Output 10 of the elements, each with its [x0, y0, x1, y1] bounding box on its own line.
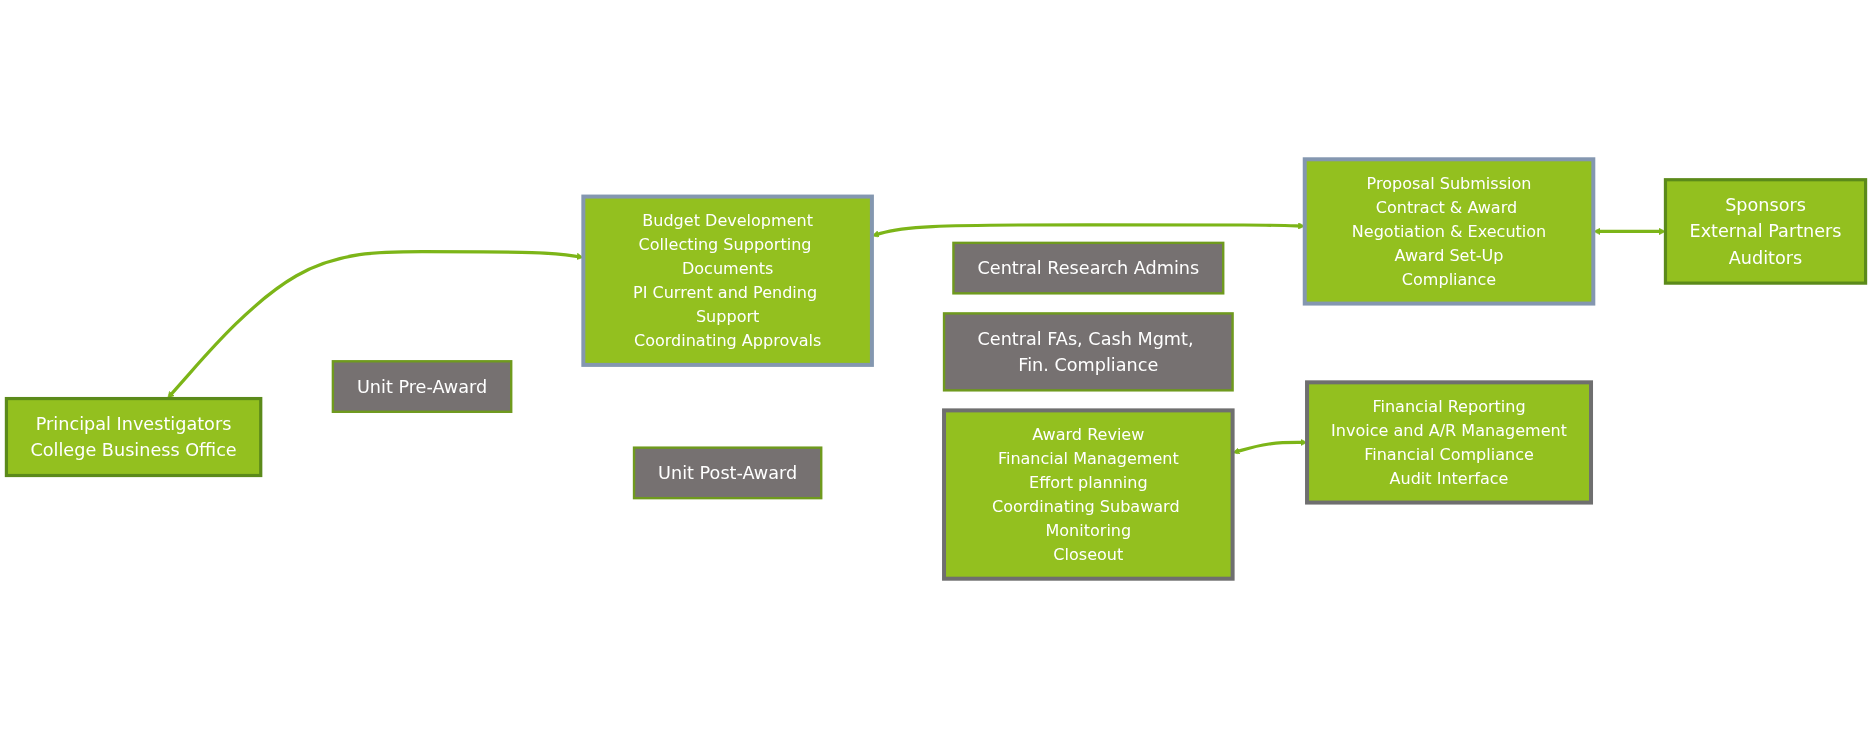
node-box: Award Review Financial Management Effort planning Coordinating Subaward Monitoring Closeout: [942, 408, 1235, 581]
node-box: Financial Reporting Invoice and A/R Management Financial Compliance Audit Interface: [1305, 380, 1594, 505]
node-box: Proposal Submission Contract & Award Negotiation & Execution Award Set-Up Compliance: [1302, 157, 1596, 306]
node-box: Central FAs, Cash Mgmt, Fin. Compliance: [942, 312, 1234, 392]
node-box: Principal Investigators College Business Office: [4, 396, 263, 478]
node-box: Central Research Admins: [952, 241, 1225, 295]
node-box: Unit Pre-Award: [331, 360, 513, 413]
node-box: Budget Development Collecting Supporting Documents PI Current and Pending Support Coordinating Approvals: [581, 194, 874, 367]
node-box: Sponsors External Partners Auditors: [1663, 178, 1868, 285]
node-box: Unit Post-Award: [632, 446, 823, 500]
